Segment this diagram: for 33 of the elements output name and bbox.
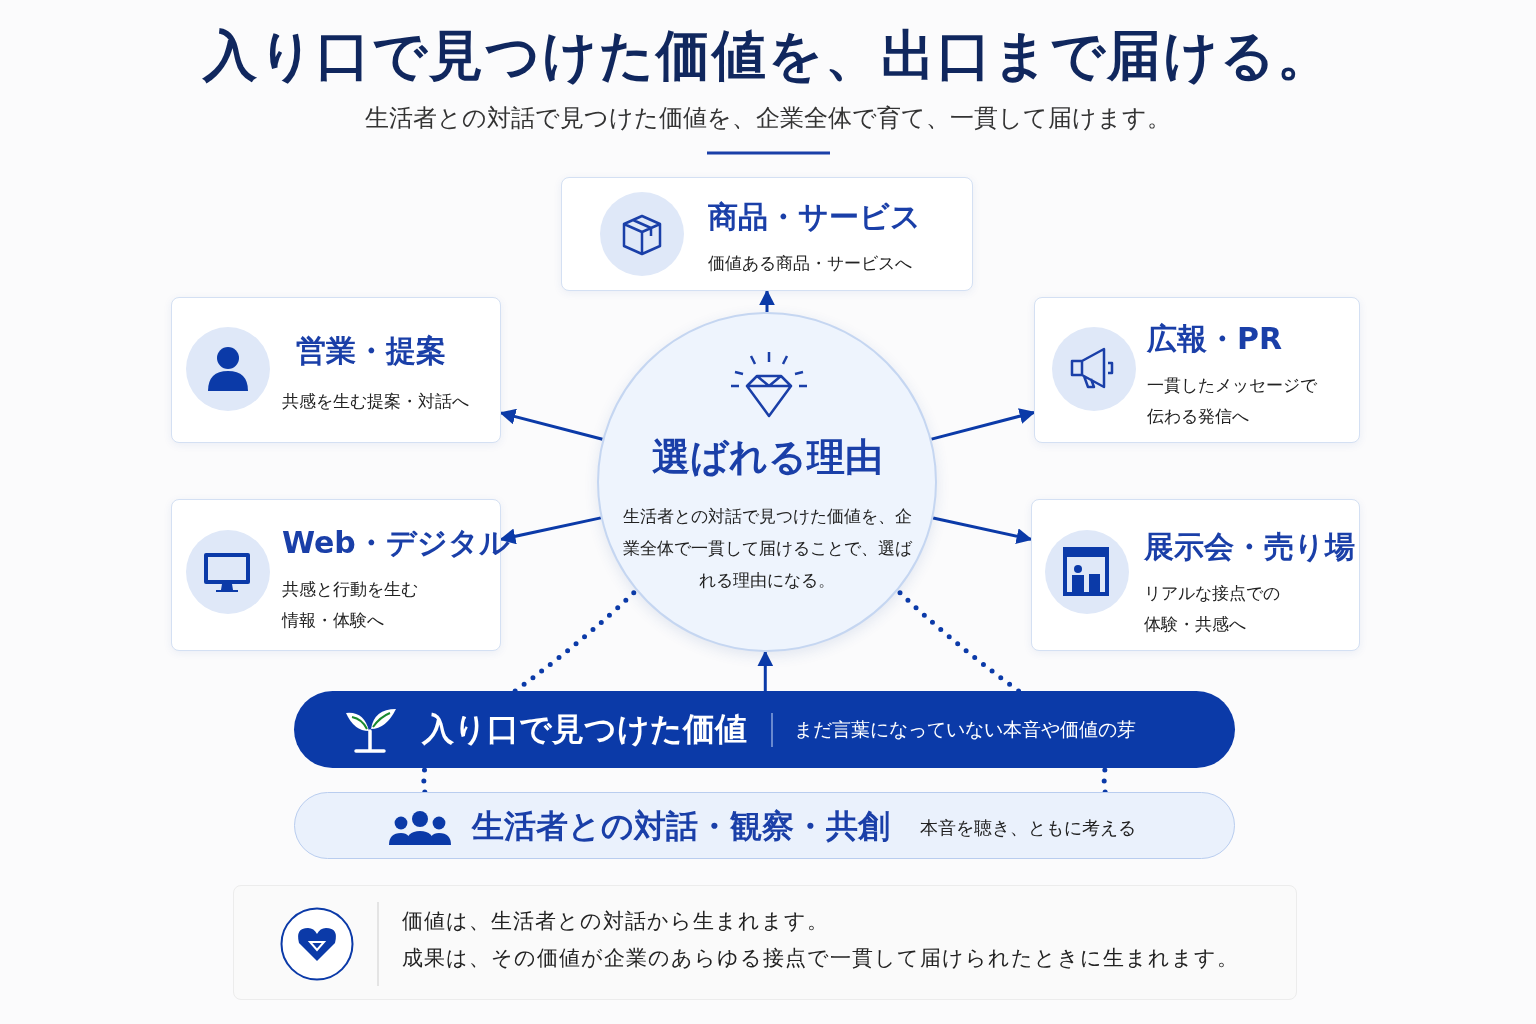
arrow: [499, 408, 603, 441]
card-heading: 営業・提案: [296, 332, 446, 370]
card-description: 共感を生む提案・対話へ: [282, 390, 469, 413]
center-description: 生活者との対話で見つけた価値を、企業全体で一貫して届けることで、選ばれる理由になる。: [621, 505, 913, 592]
card-heading: Web・デジタル: [282, 524, 510, 562]
category-card: [561, 177, 973, 291]
card-description: 共感と行動を生む情報・体験へ: [282, 578, 419, 632]
arrow: [499, 516, 602, 545]
card-heading: 展示会・売り場: [1144, 528, 1355, 566]
band-description: 本音を聴き、ともに考える: [920, 817, 1136, 840]
category-card: [1031, 499, 1360, 651]
note-card: [233, 885, 1297, 1000]
title: 入り口で見つけた価値を、出口まで届ける。: [201, 23, 1334, 89]
card-heading: 商品・サービス: [708, 198, 921, 236]
center-heading: 選ばれる理由: [650, 434, 884, 481]
category-card: [1034, 297, 1360, 443]
card-heading: 広報・PR: [1147, 320, 1283, 358]
arrow: [757, 650, 774, 691]
category-card: [171, 297, 501, 443]
dotted-connector: [512, 588, 639, 694]
arrow: [759, 289, 775, 312]
dotted-connector: [895, 588, 1022, 694]
band-heading: 生活者との対話・観察・共創: [472, 806, 890, 846]
band-description: まだ言葉になっていない本音や価値の芽: [794, 718, 1136, 742]
note-text: 成果は、その価値が企業のあらゆる接点で一貫して届けられたときに生まれます。: [402, 945, 1239, 972]
arrow: [931, 408, 1036, 441]
card-description: 価値ある商品・サービスへ: [708, 252, 912, 275]
card-description: 一貫したメッセージで伝わる発信へ: [1147, 374, 1318, 428]
note-text: 価値は、生活者との対話から生まれます。: [402, 908, 829, 935]
band-heading: 入り口で見つけた価値: [422, 709, 747, 749]
subtitle: 生活者との対話で見つけた価値を、企業全体で育て、一貫して届けます。: [364, 103, 1172, 133]
card-description: リアルな接点での体験・共感へ: [1144, 582, 1281, 636]
arrow: [932, 516, 1033, 545]
